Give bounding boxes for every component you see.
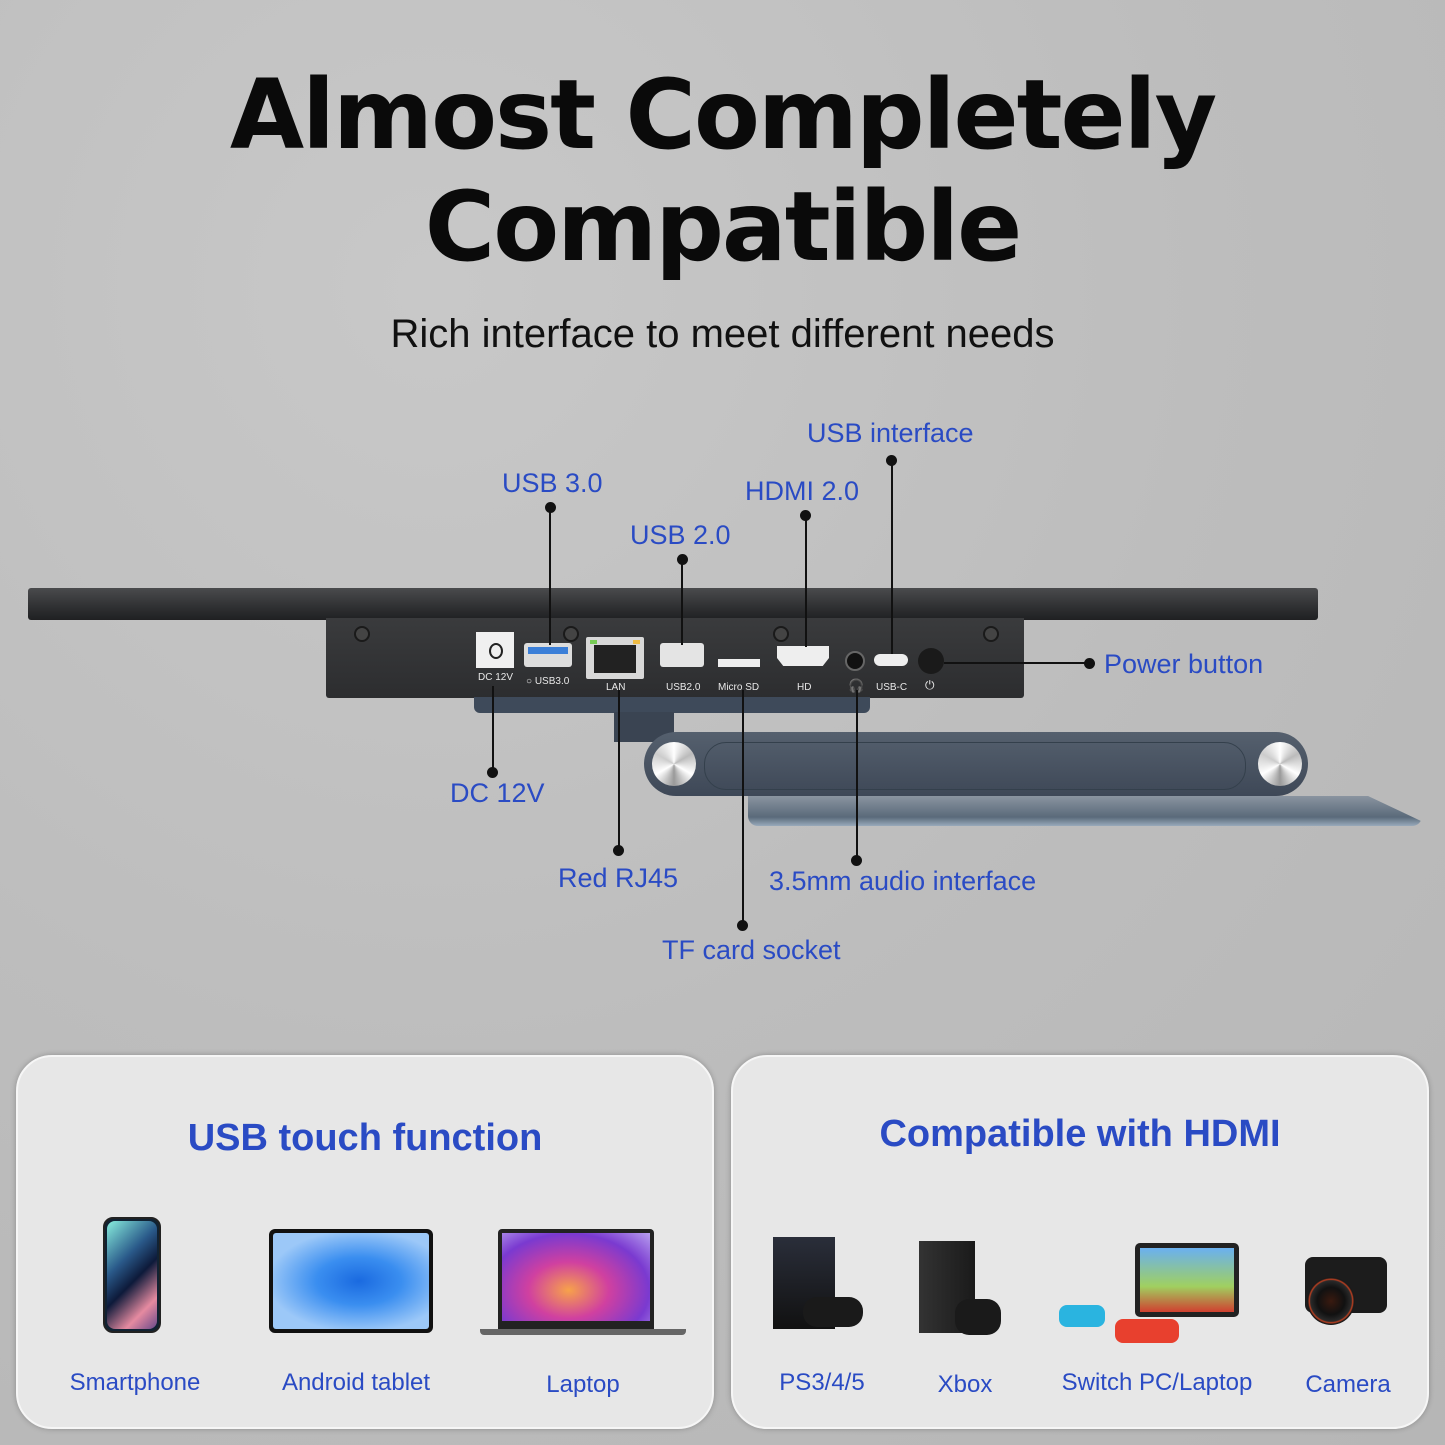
stand-mount-plate [474,697,870,713]
device-label: Switch PC/Laptop [1061,1369,1253,1396]
callout-usb20: USB 2.0 [630,520,731,550]
usb30-tongue [528,647,568,654]
usb-touch-title: USB touch function [187,1117,543,1159]
callout-line [742,690,744,924]
callout-hdmi20: HDMI 2.0 [745,476,860,506]
switch-screen [1140,1248,1234,1312]
subtitle: Rich interface to meet different needs [390,312,1055,356]
callout-dot [737,920,748,931]
monitor-panel [28,588,1318,620]
camera-lens [1307,1277,1355,1325]
callout-dot [487,767,498,778]
device-label: PS3/4/5 [779,1369,865,1396]
power-button[interactable] [918,648,944,674]
usb20-port-label: USB2.0 [666,682,701,693]
callout-line [681,559,683,645]
callout-dot [1084,658,1095,669]
dc-port [476,632,514,668]
lan-port [586,637,644,679]
callout-usb-interface: USB interface [807,418,974,448]
device-label: Smartphone [69,1369,201,1396]
callout-line [492,686,494,770]
screw-icon [354,626,370,642]
stand-knob-right [1258,742,1302,786]
headline-line2: Compatible [424,171,1022,283]
usb30-port [524,643,572,667]
stand-knob-left [652,742,696,786]
device-label: Android tablet [281,1369,431,1396]
device-label: Xbox [937,1371,993,1398]
microsd-port-label: Micro SD [718,682,760,693]
headline-line1: Almost Completely [229,59,1217,171]
callout-dc12v: DC 12V [450,778,545,808]
hdmi-title: Compatible with HDMI [879,1113,1281,1155]
hdmi-port [777,646,829,666]
led-yellow [633,640,640,644]
laptop-image [498,1229,654,1331]
lan-port-label: LAN [606,682,626,693]
laptop-base [480,1329,686,1335]
hdmi-port-label: HD [797,682,812,693]
device-label: Laptop [546,1371,620,1398]
callout-red-rj45: Red RJ45 [558,863,679,893]
dc-port-label: DC 12V [478,672,514,683]
callout-dot [851,855,862,866]
screw-icon [563,626,579,642]
callout-line [944,662,1088,664]
usbc-port [874,654,908,666]
led-green [590,640,597,644]
power-icon: ⏻ [925,678,935,692]
usb30-port-label: ○ USB3.0 [526,676,570,687]
screw-icon [773,626,789,642]
screw-icon [983,626,999,642]
callout-line [891,460,893,654]
joycon-blue [1059,1305,1105,1327]
laptop-screen [502,1233,650,1321]
callout-power-button: Power button [1104,649,1264,679]
usb-touch-card: USB touch function Smartphone Android ta… [16,1055,714,1429]
dc-jack-icon [489,643,503,659]
callout-line [549,507,551,645]
callout-line [618,690,620,848]
hdmi-card: Compatible with HDMI PS3/4/5 Xbox Switch… [731,1055,1429,1429]
switch-image [1135,1243,1239,1317]
usb20-port [660,643,704,667]
stand-arm-panel [704,742,1246,790]
callout-line [805,515,807,647]
smartphone-screen [107,1221,157,1329]
rj45-socket [594,645,636,673]
smartphone-image [103,1217,161,1333]
usb30-text: USB3.0 [534,676,570,687]
joycon-red [1115,1319,1179,1343]
tablet-screen [273,1233,429,1329]
xbox-controller-image [955,1299,1001,1335]
callout-tf-card: TF card socket [662,935,841,965]
callout-usb30: USB 3.0 [502,468,603,498]
device-label: Camera [1305,1371,1391,1398]
audio-jack [845,651,865,671]
microsd-slot [718,659,760,667]
android-tablet-image [269,1229,433,1333]
usbc-port-label: USB-C [876,682,908,693]
callout-dot [613,845,624,856]
controller-image [803,1297,863,1327]
headphone-icon: 🎧 [848,678,865,693]
callout-line [856,690,858,858]
stand-base [748,796,1422,826]
callout-audio: 3.5mm audio interface [769,866,1037,896]
